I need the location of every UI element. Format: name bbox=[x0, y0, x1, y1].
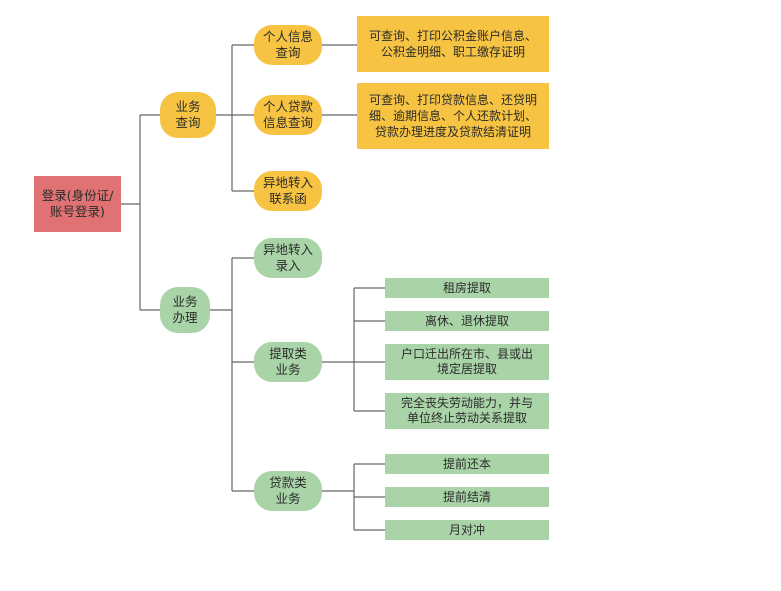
connector-query bbox=[216, 44, 254, 192]
connector-withdraw bbox=[322, 287, 385, 412]
handle-withdrawal: 提取类 业务 bbox=[254, 342, 322, 382]
branch-business-handle: 业务 办理 bbox=[160, 287, 210, 333]
withdraw-retire: 离休、退休提取 bbox=[385, 311, 549, 331]
branch-business-query: 业务 查询 bbox=[160, 92, 216, 138]
loan-monthly-offset: 月对冲 bbox=[385, 520, 549, 540]
connector-query-detail bbox=[322, 44, 357, 116]
connector-handle bbox=[210, 257, 254, 492]
withdraw-rent: 租房提取 bbox=[385, 278, 549, 298]
connector-root bbox=[121, 114, 160, 311]
detail-loan-info: 可查询、打印贷款信息、还贷明 细、逾期信息、个人还款计划、 贷款办理进度及贷款结… bbox=[357, 83, 549, 149]
withdraw-disability: 完全丧失劳动能力，并与 单位终止劳动关系提取 bbox=[385, 393, 549, 429]
loan-prepay-settle: 提前结清 bbox=[385, 487, 549, 507]
handle-loan: 贷款类 业务 bbox=[254, 471, 322, 511]
query-transfer-letter: 异地转入 联系函 bbox=[254, 171, 322, 211]
query-loan-info: 个人贷款 信息查询 bbox=[254, 95, 322, 135]
loan-prepay-principal: 提前还本 bbox=[385, 454, 549, 474]
connector-loan bbox=[322, 463, 385, 531]
withdraw-relocate: 户口迁出所在市、县或出 境定居提取 bbox=[385, 344, 549, 380]
root-node-login: 登录(身份证/ 账号登录) bbox=[34, 176, 121, 232]
handle-transfer-entry: 异地转入 录入 bbox=[254, 238, 322, 278]
detail-personal-info: 可查询、打印公积金账户信息、 公积金明细、职工缴存证明 bbox=[357, 16, 549, 72]
query-personal-info: 个人信息 查询 bbox=[254, 25, 322, 65]
